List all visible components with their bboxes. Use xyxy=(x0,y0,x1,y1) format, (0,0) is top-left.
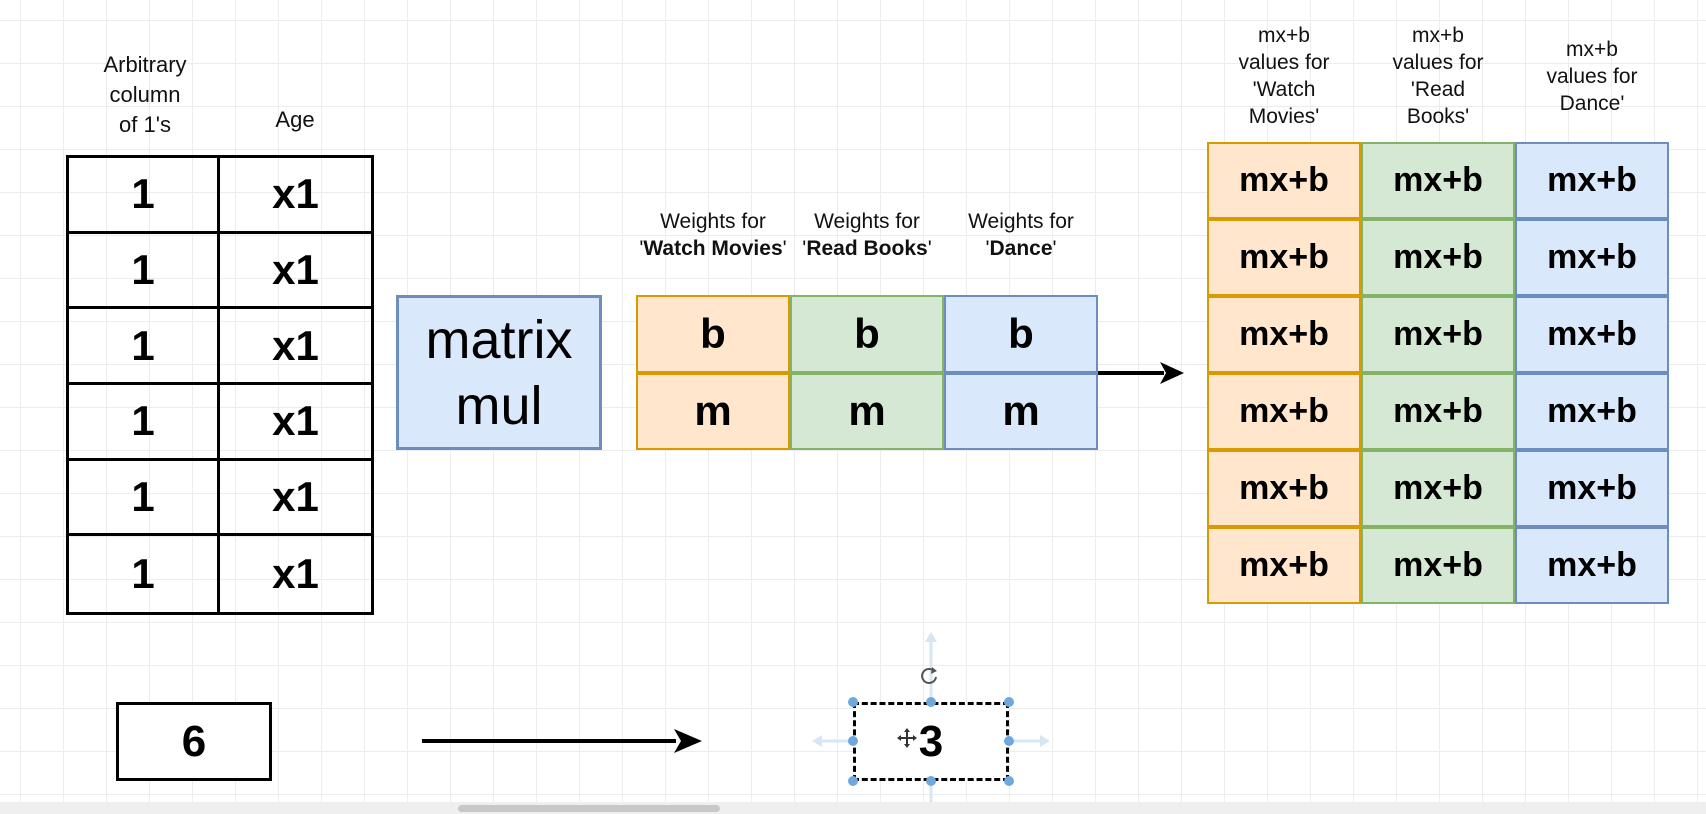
resize-handle-s[interactable] xyxy=(926,776,936,786)
input-cell[interactable]: x1 xyxy=(220,234,371,310)
input-cell[interactable]: x1 xyxy=(220,158,371,234)
arrow-count-to-result[interactable] xyxy=(420,726,704,756)
input-cell[interactable]: 1 xyxy=(69,536,220,612)
output-cell[interactable]: mx+b xyxy=(1515,296,1669,373)
arrow-weights-to-output[interactable] xyxy=(1096,358,1186,388)
output-cell[interactable]: mx+b xyxy=(1361,527,1515,604)
output-cell[interactable]: mx+b xyxy=(1207,219,1361,296)
input-table[interactable]: 1 x1 1 x1 1 x1 1 x1 1 x1 1 x1 xyxy=(66,155,374,615)
weight-cell[interactable]: m xyxy=(636,372,790,450)
weight-cell[interactable]: b xyxy=(636,295,790,373)
output-cell[interactable]: mx+b xyxy=(1515,373,1669,450)
output-cell[interactable]: mx+b xyxy=(1515,527,1669,604)
output-cell[interactable]: mx+b xyxy=(1515,219,1669,296)
resize-handle-se[interactable] xyxy=(1004,776,1014,786)
scrollbar-thumb[interactable] xyxy=(458,805,720,812)
weights-header-read-books: Weights for 'Read Books' xyxy=(802,210,932,260)
output-cell[interactable]: mx+b xyxy=(1207,373,1361,450)
output-cell[interactable]: mx+b xyxy=(1207,296,1361,373)
resize-handle-nw[interactable] xyxy=(848,697,858,707)
output-cell[interactable]: mx+b xyxy=(1515,450,1669,527)
output-cell[interactable]: mx+b xyxy=(1207,450,1361,527)
weight-cell[interactable]: b xyxy=(944,295,1098,373)
output-cell[interactable]: mx+b xyxy=(1361,296,1515,373)
output-cell[interactable]: mx+b xyxy=(1361,450,1515,527)
weights-header-watch-movies: Weights for 'Watch Movies' xyxy=(639,210,787,260)
weight-cell[interactable]: m xyxy=(944,372,1098,450)
result-box[interactable]: 3 xyxy=(853,702,1009,781)
weight-cell[interactable]: m xyxy=(790,372,944,450)
matrix-mul-box[interactable]: matrix mul xyxy=(396,295,602,450)
input-col1-header: Arbitrary column of 1's xyxy=(103,52,187,137)
weight-cell[interactable]: b xyxy=(790,295,944,373)
input-cell[interactable]: 1 xyxy=(69,233,220,310)
weights-table[interactable]: b b b m m m xyxy=(636,295,1098,450)
output-cell[interactable]: mx+b xyxy=(1515,142,1669,219)
rotate-icon[interactable] xyxy=(918,665,940,687)
output-cell[interactable]: mx+b xyxy=(1207,142,1361,219)
resize-handle-sw[interactable] xyxy=(848,776,858,786)
resize-handle-e[interactable] xyxy=(1004,736,1014,746)
resize-handle-n[interactable] xyxy=(926,697,936,707)
input-cell[interactable]: x1 xyxy=(220,461,371,537)
input-cell[interactable]: 1 xyxy=(69,158,220,234)
output-cell[interactable]: mx+b xyxy=(1361,142,1515,219)
weights-header-dance: Weights for 'Dance' xyxy=(968,210,1074,260)
horizontal-scrollbar[interactable] xyxy=(0,802,1706,814)
output-cell[interactable]: mx+b xyxy=(1361,219,1515,296)
input-cell[interactable]: x1 xyxy=(272,550,319,598)
output-header-watch-movies: mx+b values for 'Watch Movies' xyxy=(1238,24,1330,128)
output-header-dance: mx+b values for Dance' xyxy=(1546,38,1638,115)
input-col2-header: Age xyxy=(275,107,315,132)
output-cell[interactable]: mx+b xyxy=(1207,527,1361,604)
resize-handle-ne[interactable] xyxy=(1004,697,1014,707)
output-cell[interactable]: mx+b xyxy=(1361,373,1515,450)
input-cell[interactable]: 1 xyxy=(69,384,220,461)
move-cursor-icon xyxy=(897,728,917,748)
count-box[interactable]: 6 xyxy=(116,702,272,781)
result-value: 3 xyxy=(918,716,944,766)
input-cell[interactable]: 1 xyxy=(69,309,220,385)
input-cell[interactable]: 1 xyxy=(69,460,220,537)
resize-handle-w[interactable] xyxy=(848,736,858,746)
input-cell[interactable]: x1 xyxy=(220,309,371,385)
output-header-read-books: mx+b values for 'Read Books' xyxy=(1392,24,1484,128)
input-cell[interactable]: x1 xyxy=(220,385,371,461)
